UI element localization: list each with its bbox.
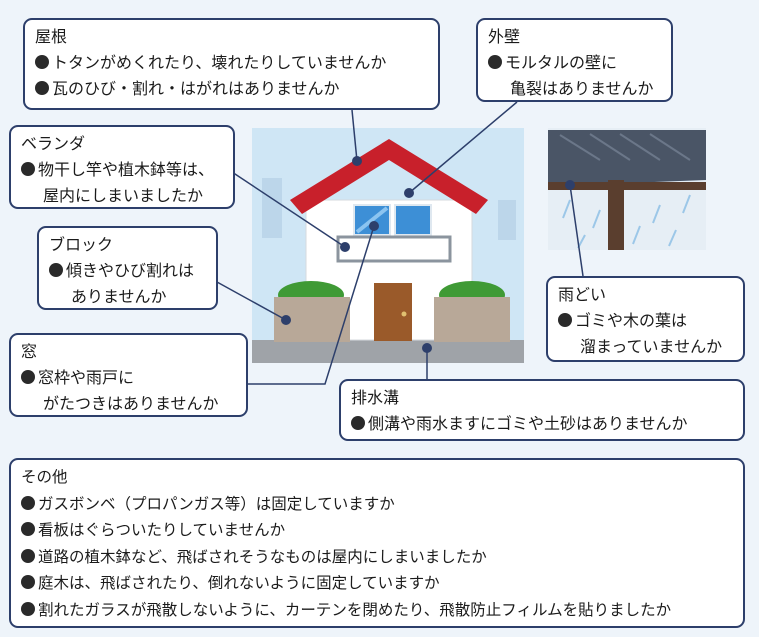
gutter-pipe — [608, 180, 624, 250]
callout-gutter-line-1: ゴミや木の葉は — [558, 308, 733, 334]
other-item: 道路の植木鉢など、飛ばされそうなものは屋内にしまいましたか — [21, 544, 733, 571]
roof — [290, 139, 488, 214]
callout-gutter-line-2: 溜まっていませんか — [580, 337, 723, 356]
callout-block-line-2: ありませんか — [71, 287, 167, 306]
callout-window-title: 窓 — [21, 342, 38, 361]
leader-lines — [216, 101, 584, 385]
ground — [252, 340, 524, 363]
callout-drain-line-1: 側溝や雨水ますにゴミや土砂はありませんか — [351, 411, 733, 437]
bullet-icon — [558, 313, 572, 327]
callout-gutter: 雨どい ゴミや木の葉は 溜まっていませんか — [546, 276, 745, 362]
block-wall-right — [434, 297, 510, 342]
veranda-rail — [336, 235, 452, 263]
bullet-icon — [35, 81, 49, 95]
callout-roof-item-1: トタンがめくれたり、壊れたりしていませんか — [35, 50, 428, 76]
other-item: ガスボンベ（プロパンガス等）は固定していますか — [21, 491, 733, 518]
callout-drain-title: 排水溝 — [351, 388, 400, 407]
bullet-icon — [35, 55, 49, 69]
bullet-icon — [488, 55, 502, 69]
callout-veranda-line-2: 屋内にしまいましたか — [43, 186, 204, 205]
house-illustration — [252, 128, 524, 363]
door — [374, 283, 412, 341]
callout-veranda: ベランダ 物干し竿や植木鉢等は、 屋内にしまいましたか — [9, 125, 235, 209]
callout-window-line-2: がたつきはありませんか — [43, 394, 219, 413]
leader-dots — [281, 156, 575, 353]
callout-drain: 排水溝 側溝や雨水ますにゴミや土砂はありませんか — [339, 379, 745, 441]
callout-wall-line-1: モルタルの壁に — [488, 50, 661, 76]
callout-block-title: ブロック — [49, 235, 114, 254]
other-checklist: その他 ガスボンベ（プロパンガス等）は固定していますか 看板はぐらついたりしてい… — [9, 458, 745, 628]
callout-window: 窓 窓枠や雨戸に がたつきはありませんか — [9, 333, 248, 417]
other-checklist-title: その他 — [21, 468, 68, 486]
bullet-icon — [49, 263, 63, 277]
bullet-icon — [351, 416, 365, 430]
callout-roof-title: 屋根 — [35, 27, 68, 46]
callout-wall-title: 外壁 — [488, 27, 521, 46]
other-item: 割れたガラスが飛散しないように、カーテンを閉めたり、飛散防止フィルムを貼りました… — [21, 597, 733, 624]
callout-wall-line-2: 亀裂はありませんか — [510, 79, 654, 98]
callout-gutter-title: 雨どい — [558, 285, 607, 304]
callout-block: ブロック 傾きやひび割れは ありませんか — [37, 226, 218, 310]
callout-veranda-title: ベランダ — [21, 134, 86, 153]
other-item: 庭木は、飛ばされたり、倒れないように固定していますか — [21, 570, 733, 597]
bullet-icon — [21, 548, 35, 563]
bullet-icon — [21, 370, 35, 384]
callout-roof-item-2: 瓦のひび・割れ・はがれはありませんか — [35, 76, 428, 102]
callout-wall: 外壁 モルタルの壁に 亀裂はありませんか — [476, 18, 673, 102]
callout-veranda-line-1: 物干し竿や植木鉢等は、 — [21, 157, 223, 183]
callout-block-line-1: 傾きやひび割れは — [49, 258, 206, 284]
callout-window-line-1: 窓枠や雨戸に — [21, 365, 236, 391]
bullet-icon — [21, 575, 35, 589]
other-item: 看板はぐらついたりしていませんか — [21, 517, 733, 544]
bullet-icon — [21, 162, 35, 176]
bullet-icon — [21, 522, 35, 536]
bullet-icon — [21, 601, 35, 616]
gutter-illustration — [548, 128, 706, 250]
bullet-icon — [21, 495, 35, 510]
callout-roof: 屋根 トタンがめくれたり、壊れたりしていませんか 瓦のひび・割れ・はがれはありま… — [23, 18, 440, 110]
